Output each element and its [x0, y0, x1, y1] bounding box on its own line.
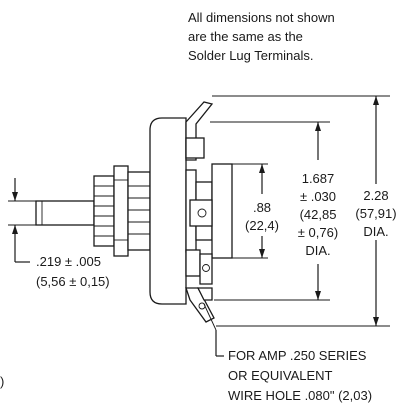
- callout-line-3: WIRE HOLE .080" (2,03): [228, 388, 372, 403]
- lower-terminal-2: [199, 253, 213, 285]
- hub-diameter-dimension: .88 (22,4): [232, 163, 279, 259]
- center-terminal-hole: [197, 208, 207, 218]
- terminal-circle-dimension: 1.687 ± .030 (42,85 ± 0,76) DIA.: [210, 121, 338, 301]
- terminal-callout: FOR AMP .250 SERIES OR EQUIVALENT WIRE H…: [203, 303, 372, 403]
- note-line-2: are the same as the: [188, 29, 303, 44]
- edge-paren-mark: ): [0, 374, 4, 389]
- overall-diameter-dimension: 2.28 (57,91) DIA.: [212, 95, 397, 327]
- terminals: [185, 101, 215, 323]
- shaft-diameter-dimension: .219 ± .005 (5,56 ± 0,15): [8, 178, 110, 289]
- bottom-lug-tab: [196, 287, 213, 301]
- general-note: All dimensions not shown are the same as…: [188, 10, 335, 63]
- overall-dim-line-1: 2.28: [363, 188, 388, 203]
- center-terminal: [189, 199, 213, 227]
- top-lug-tab: [185, 137, 205, 159]
- terminal-dim-line-5: DIA.: [305, 243, 330, 258]
- note-line-3: Solder Lug Terminals.: [188, 48, 314, 63]
- bottom-lug-terminal: [185, 287, 215, 323]
- threaded-bushing: [127, 171, 151, 251]
- shaft-dim-line-1: .219 ± .005: [36, 254, 101, 269]
- terminal-dim-line-4: ± 0,76): [298, 225, 338, 240]
- hub-dim-line-2: (22,4): [245, 218, 279, 233]
- overall-dim-line-3: DIA.: [363, 224, 388, 239]
- terminal-dim-line-3: (42,85: [300, 207, 337, 222]
- terminal-dim-line-2: ± .030: [300, 189, 336, 204]
- shaft-body: [35, 200, 95, 226]
- lower-terminal-1: [185, 249, 201, 277]
- bushing-and-nut: [93, 165, 151, 257]
- housing-body: [149, 117, 187, 305]
- rear-plate: [211, 163, 233, 259]
- callout-line-2: OR EQUIVALENT: [228, 368, 333, 383]
- overall-dim-line-2: (57,91): [355, 206, 396, 221]
- terminal-dim-line-1: 1.687: [302, 171, 335, 186]
- bushing-washer: [113, 165, 129, 257]
- mounting-nut: [93, 175, 115, 247]
- hub-dim-line-1: .88: [253, 200, 271, 215]
- note-line-1: All dimensions not shown: [188, 10, 335, 25]
- shaft-dim-line-2: (5,56 ± 0,15): [36, 274, 110, 289]
- callout-line-1: FOR AMP .250 SERIES: [228, 348, 367, 363]
- shaft: [35, 200, 95, 226]
